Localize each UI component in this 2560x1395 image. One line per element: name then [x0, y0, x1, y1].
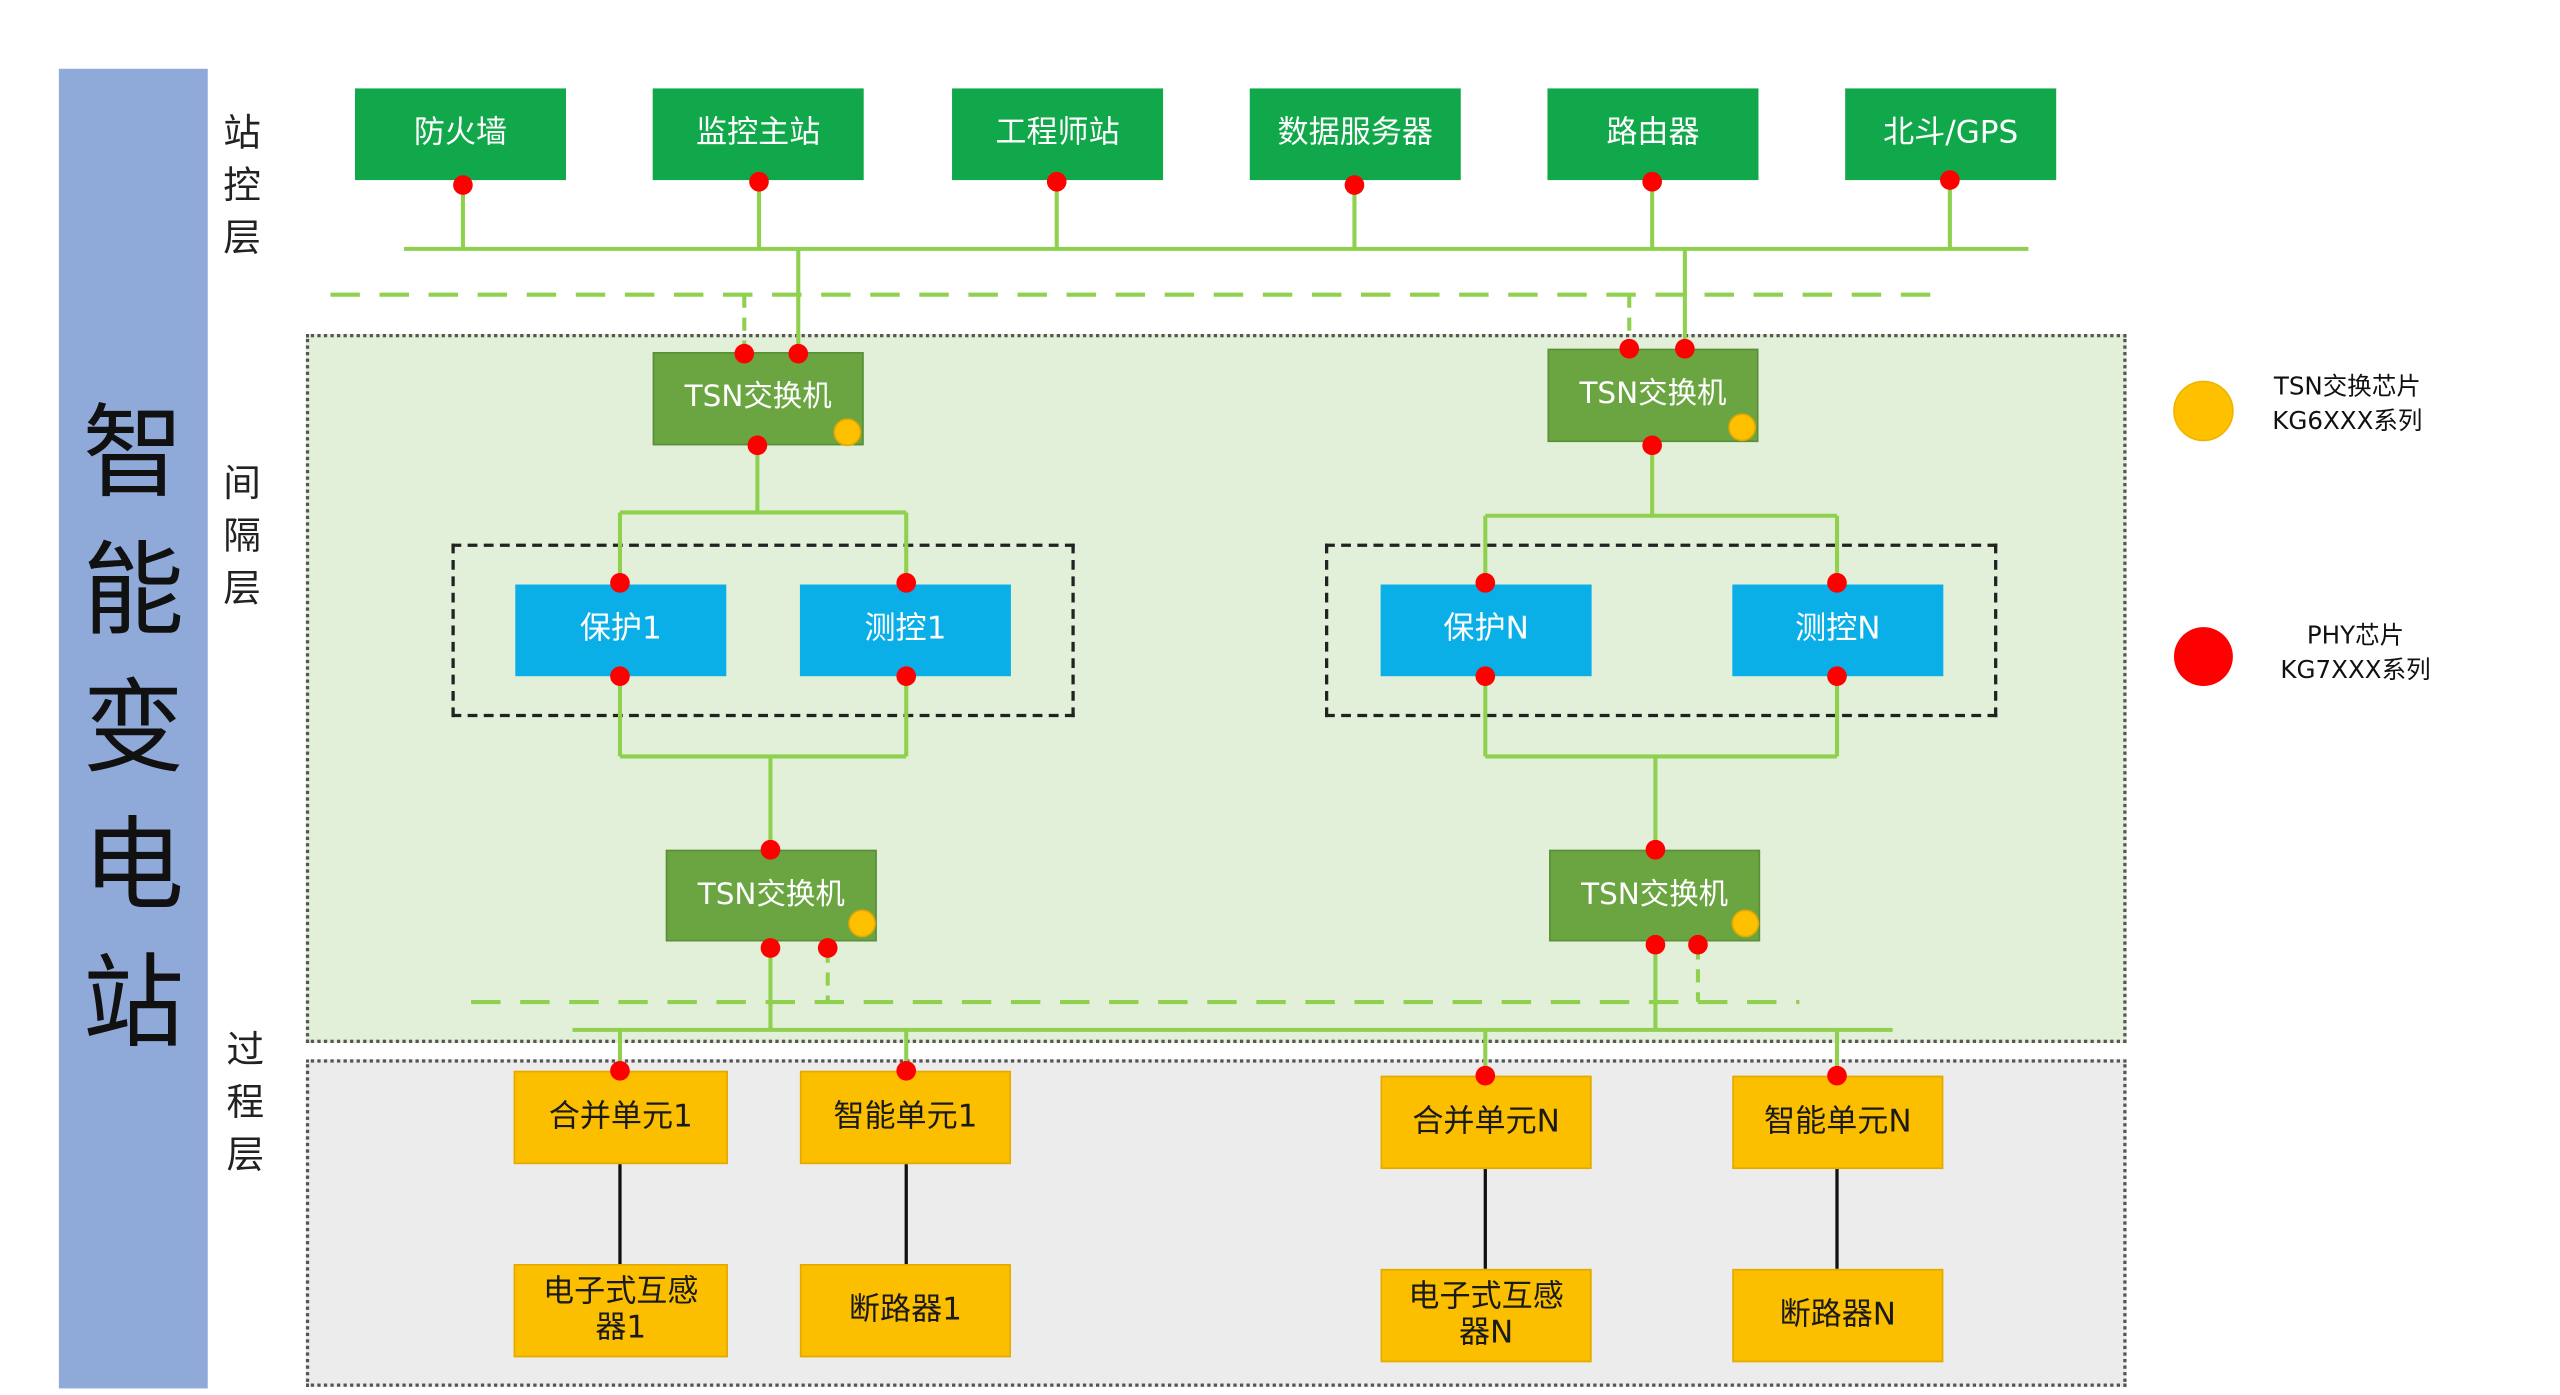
intelligent-unit-n: 智能单元N: [1732, 1075, 1944, 1170]
station-device-label: 防火墙: [413, 114, 508, 151]
layer-label-station: 站控层: [218, 108, 267, 265]
layer-label-bay: 间隔层: [218, 458, 267, 615]
electronic-transformer-n: 电子式互感器N: [1380, 1268, 1592, 1363]
title-char: 智: [82, 392, 185, 513]
layer-label-char: 站: [223, 112, 261, 156]
title-bar: 智 能 变 电 站: [58, 68, 208, 1389]
bay-device-protection-n: 保护N: [1380, 584, 1592, 677]
tsn-switch-label: TSN交换机: [697, 877, 845, 912]
bay-device-measure-control-n: 测控N: [1732, 584, 1944, 677]
legend-line: TSN交换芯片: [2273, 371, 2421, 402]
station-device-engineer-station: 工程师站: [952, 88, 1164, 181]
legend-tsn-chip-icon: [2173, 380, 2234, 442]
legend-tsn-chip-label: TSN交换芯片 KG6XXX系列: [2241, 370, 2454, 439]
field-device-label: 断路器1: [848, 1291, 962, 1328]
bay-device-label: 测控1: [864, 610, 947, 647]
legend-phy-chip-icon: [2173, 627, 2233, 687]
title-char: 能: [82, 530, 185, 651]
tsn-switch-label: TSN交换机: [1581, 877, 1729, 912]
process-unit-label: 智能单元N: [1764, 1102, 1912, 1139]
layer-label-char: 层: [223, 568, 261, 611]
bay-group-right: [1324, 543, 1998, 718]
layer-label-char: 层: [226, 1134, 265, 1178]
layer-label-char: 控: [223, 165, 261, 208]
process-unit-label: 合并单元1: [548, 1097, 693, 1134]
tsn-switch-top-left: TSN交换机: [652, 352, 864, 446]
bay-group-left: [451, 543, 1075, 718]
tsn-switch-top-right: TSN交换机: [1547, 348, 1759, 443]
tsn-chip-markers: [833, 413, 1760, 938]
legend-line: KG7XXX系列: [2280, 654, 2431, 685]
layer-label-char: 程: [226, 1082, 265, 1125]
legend-line: PHY芯片: [2306, 620, 2405, 651]
title-char: 电: [82, 805, 185, 926]
circuit-breaker-n: 断路器N: [1732, 1268, 1944, 1363]
station-device-beidou-gps: 北斗/GPS: [1845, 88, 2057, 181]
bay-device-label: 保护N: [1443, 610, 1529, 647]
title-char: 站: [82, 943, 185, 1063]
field-device-label: 断路器N: [1779, 1296, 1897, 1333]
station-device-label: 路由器: [1606, 114, 1700, 151]
station-device-label: 北斗/GPS: [1883, 114, 2019, 151]
station-device-data-server: 数据服务器: [1249, 88, 1461, 181]
bay-device-label: 保护1: [579, 610, 662, 647]
station-device-label: 工程师站: [995, 114, 1120, 151]
station-device-label: 监控主站: [696, 114, 821, 151]
tsn-switch-label: TSN交换机: [684, 380, 832, 415]
layer-label-char: 间: [223, 463, 261, 506]
bay-device-measure-control-1: 测控1: [799, 584, 1011, 677]
layer-label-char: 层: [223, 217, 261, 261]
legend-line: KG6XXX系列: [2272, 406, 2423, 436]
tsn-switch-bottom-right: TSN交换机: [1549, 849, 1761, 942]
station-device-firewall: 防火墙: [354, 88, 566, 181]
station-device-router: 路由器: [1547, 88, 1759, 181]
title-char: 变: [82, 668, 185, 788]
layer-label-char: 过: [226, 1029, 265, 1073]
bay-layer-region: [305, 334, 2127, 1043]
circuit-breaker-1: 断路器1: [799, 1263, 1011, 1358]
station-device-label: 数据服务器: [1277, 114, 1433, 151]
process-unit-label: 合并单元N: [1412, 1102, 1560, 1139]
electronic-transformer-1: 电子式互感器1: [513, 1263, 728, 1358]
tsn-switch-label: TSN交换机: [1579, 376, 1727, 412]
tsn-switch-bottom-left: TSN交换机: [665, 849, 877, 942]
station-device-monitor-master: 监控主站: [652, 88, 864, 181]
field-device-label: 电子式互感器1: [543, 1273, 699, 1346]
process-unit-label: 智能单元1: [833, 1097, 978, 1134]
bay-device-protection-1: 保护1: [515, 584, 727, 677]
layer-label-process: 过程层: [221, 1025, 270, 1182]
field-device-label: 电子式互感器N: [1408, 1278, 1564, 1350]
phy-chip-markers: [453, 170, 1960, 1086]
bay-device-label: 测控N: [1795, 610, 1881, 647]
layer-label-char: 隔: [223, 515, 261, 559]
